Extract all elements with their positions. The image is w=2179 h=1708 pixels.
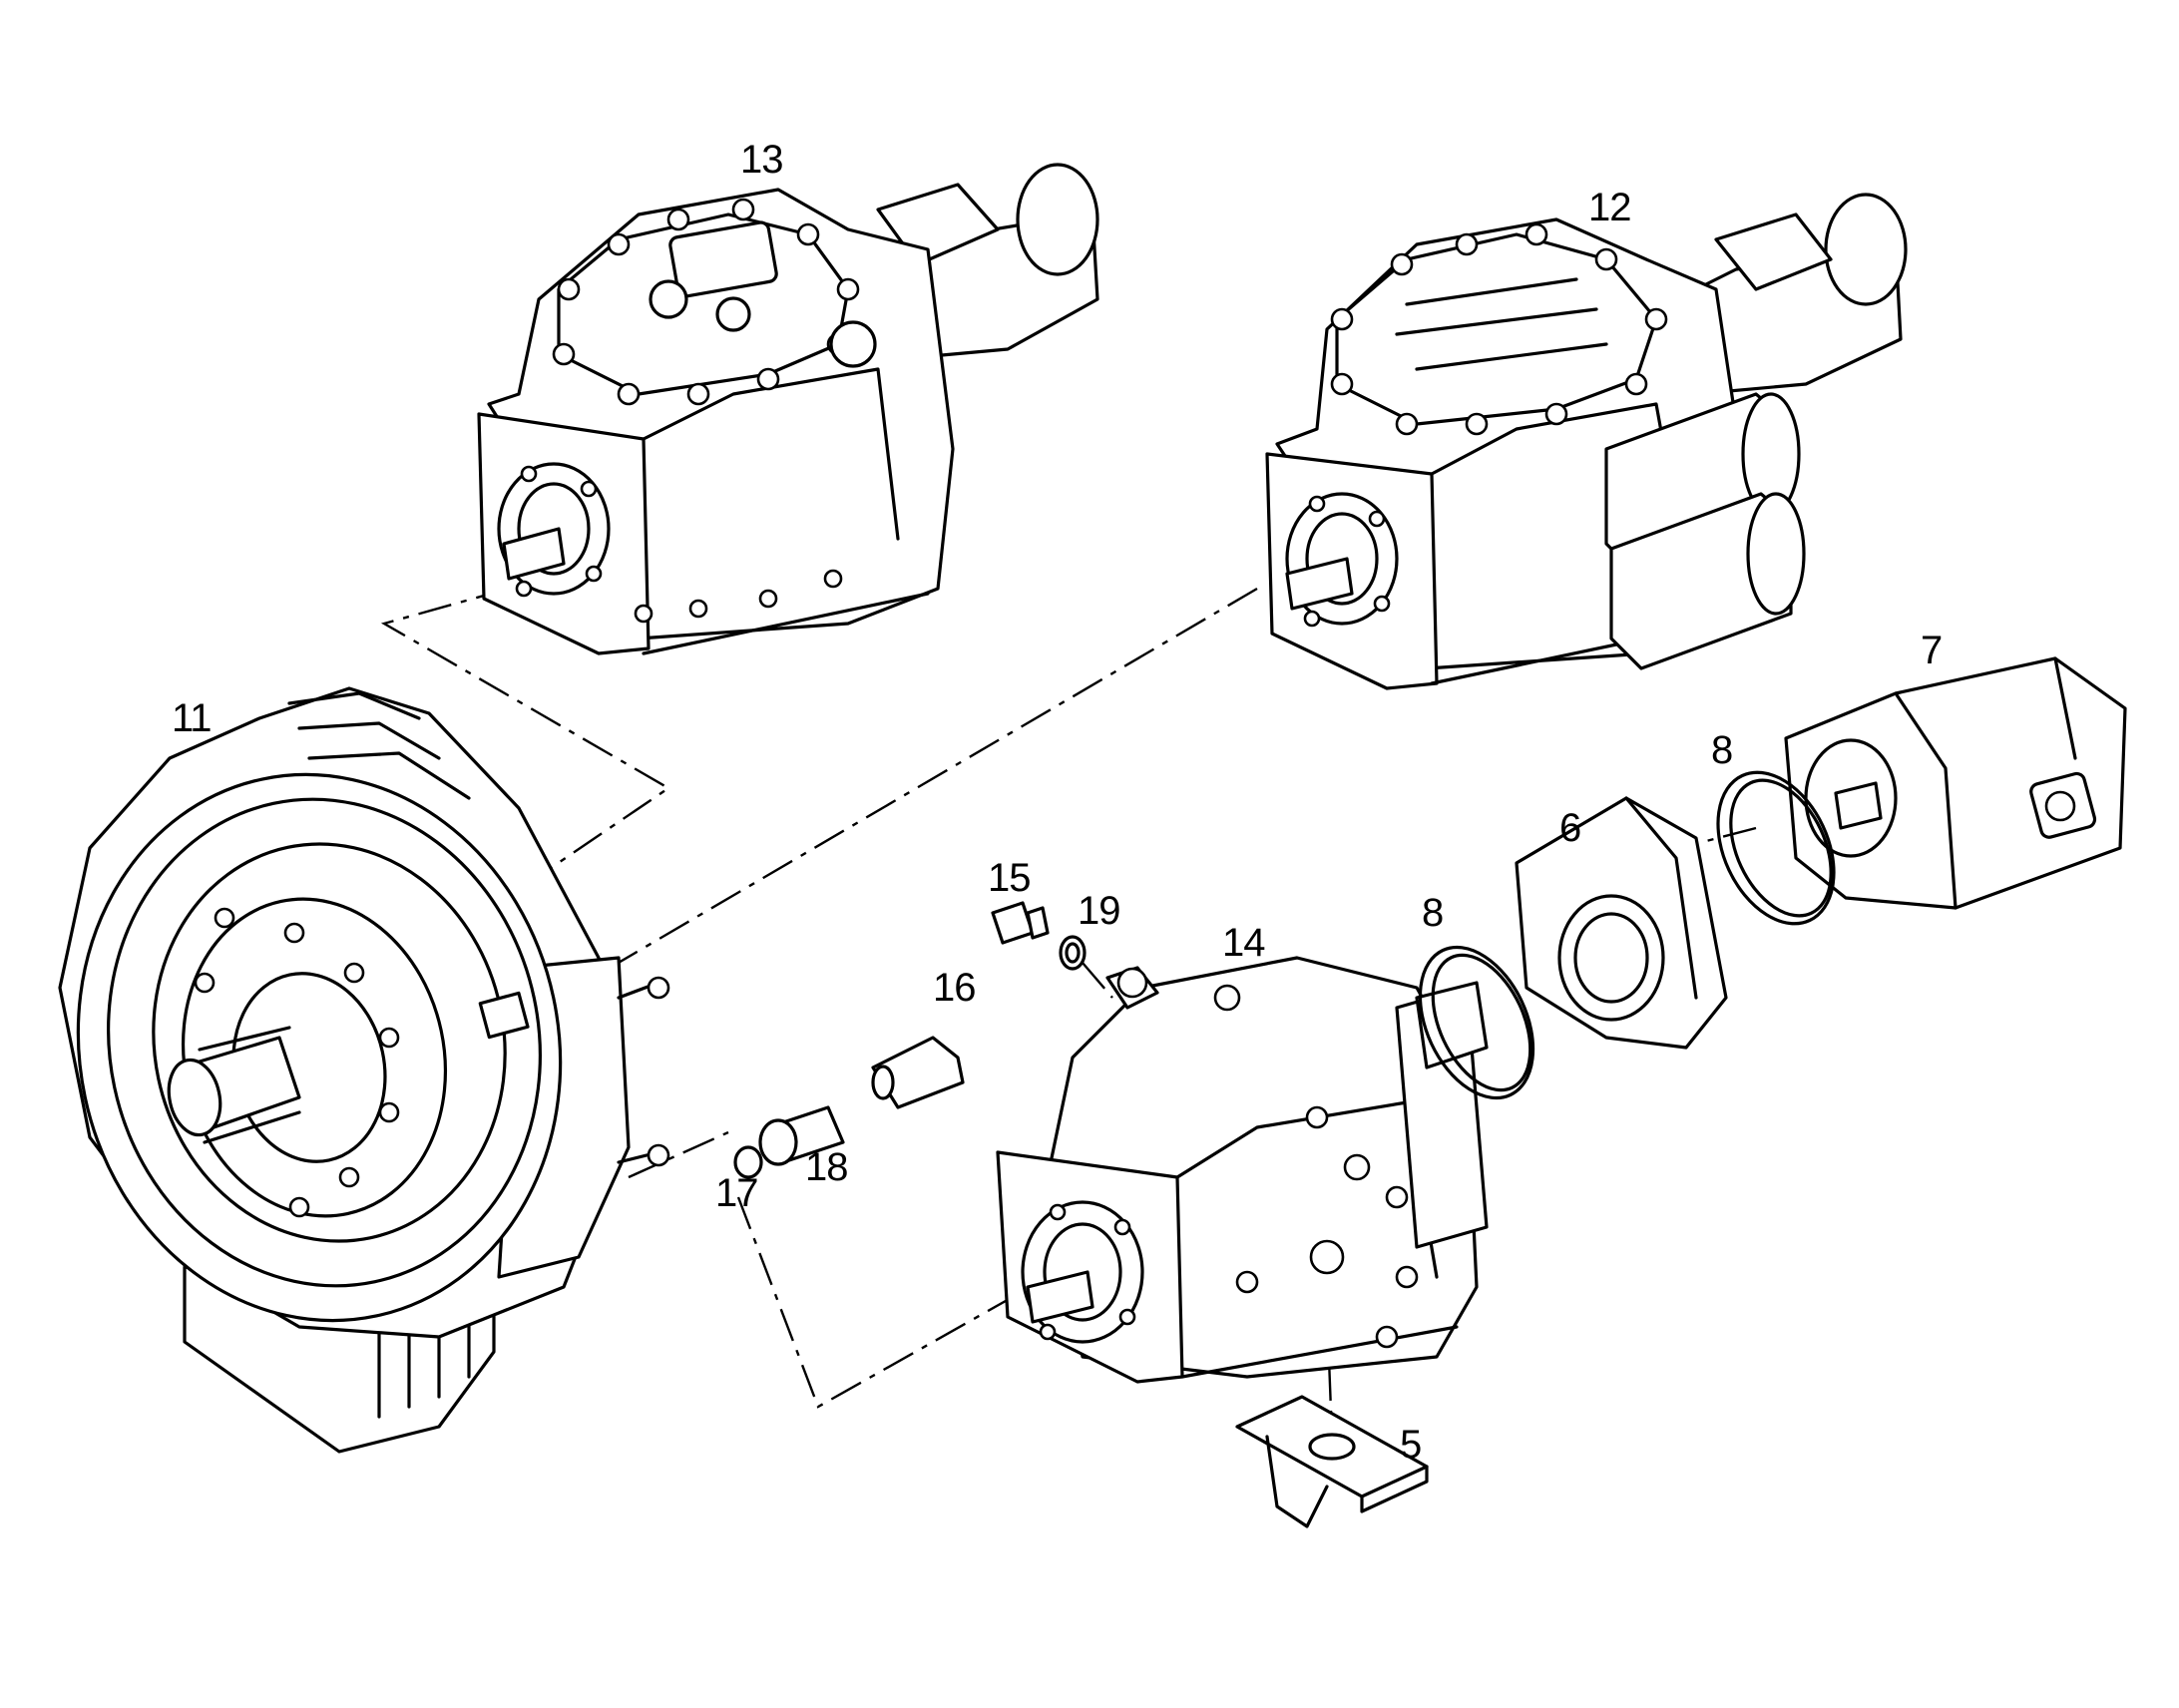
callout-19: 19	[1078, 889, 1120, 933]
callout-14: 14	[1222, 921, 1265, 965]
callout-7: 7	[1921, 629, 1943, 672]
part-5-mounting-bracket	[1235, 1395, 1429, 1528]
fittings-15-19	[733, 901, 1087, 1179]
callout-15: 15	[988, 856, 1031, 900]
callout-6: 6	[1559, 806, 1581, 850]
callout-18: 18	[805, 1145, 848, 1189]
callout-17: 17	[715, 1171, 758, 1215]
part-7-auxiliary-pump	[1784, 656, 2127, 910]
callout-8-lower: 8	[1422, 891, 1444, 935]
part-8-o-rings	[1418, 770, 1836, 1100]
callout-12: 12	[1588, 186, 1631, 229]
part-12-hydraulic-pump-with-filters	[1265, 193, 1908, 690]
part-6-adapter-flange	[1515, 796, 1728, 1050]
callout-16: 16	[933, 966, 976, 1010]
callout-13: 13	[740, 138, 783, 182]
part-11-flywheel-housing	[58, 686, 670, 1454]
callout-8-upper: 8	[1711, 728, 1733, 772]
callout-5: 5	[1400, 1423, 1422, 1467]
part-14-main-pump	[996, 956, 1489, 1384]
part-13-hydraulic-pump	[477, 163, 1099, 655]
callout-11: 11	[172, 696, 213, 740]
